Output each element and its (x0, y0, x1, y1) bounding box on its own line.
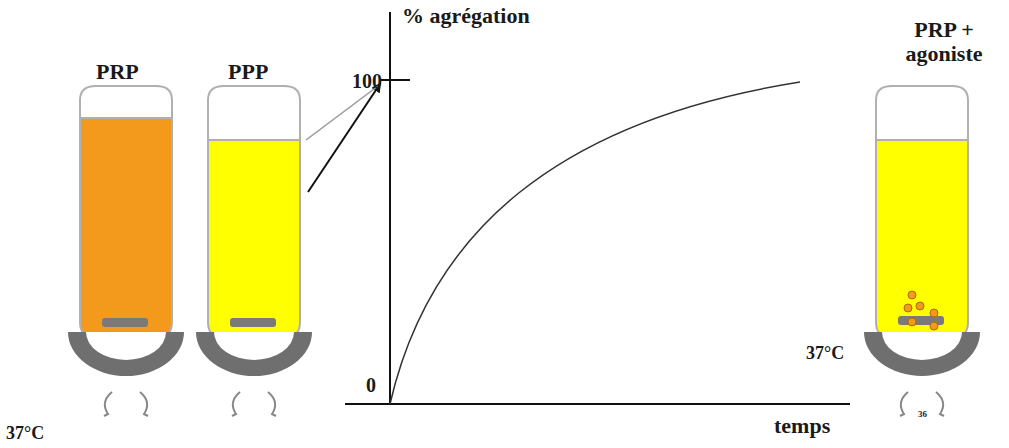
axis-tick: 100 (352, 70, 392, 92)
pointer-arrow (306, 86, 378, 140)
prp-tube (68, 86, 184, 376)
tube-label: PRP (96, 60, 166, 84)
pointer-arrow (308, 84, 380, 192)
axis-title: temps (774, 414, 854, 438)
graph-axes (345, 12, 850, 404)
axis-title: % agrégation (402, 4, 602, 28)
tube-label: PRP + agoniste (888, 18, 1000, 66)
agonist-tube (864, 86, 980, 376)
aggregation-curve (390, 82, 800, 404)
temperature-label: 37°C (6, 424, 66, 444)
temperature-label: 37°C (806, 344, 866, 364)
rotation-arrows (104, 392, 944, 416)
ppp-tube (196, 86, 312, 376)
tube-label: PPP (228, 60, 298, 84)
axis-tick: 0 (366, 374, 386, 396)
page-number: 36 (918, 410, 938, 420)
